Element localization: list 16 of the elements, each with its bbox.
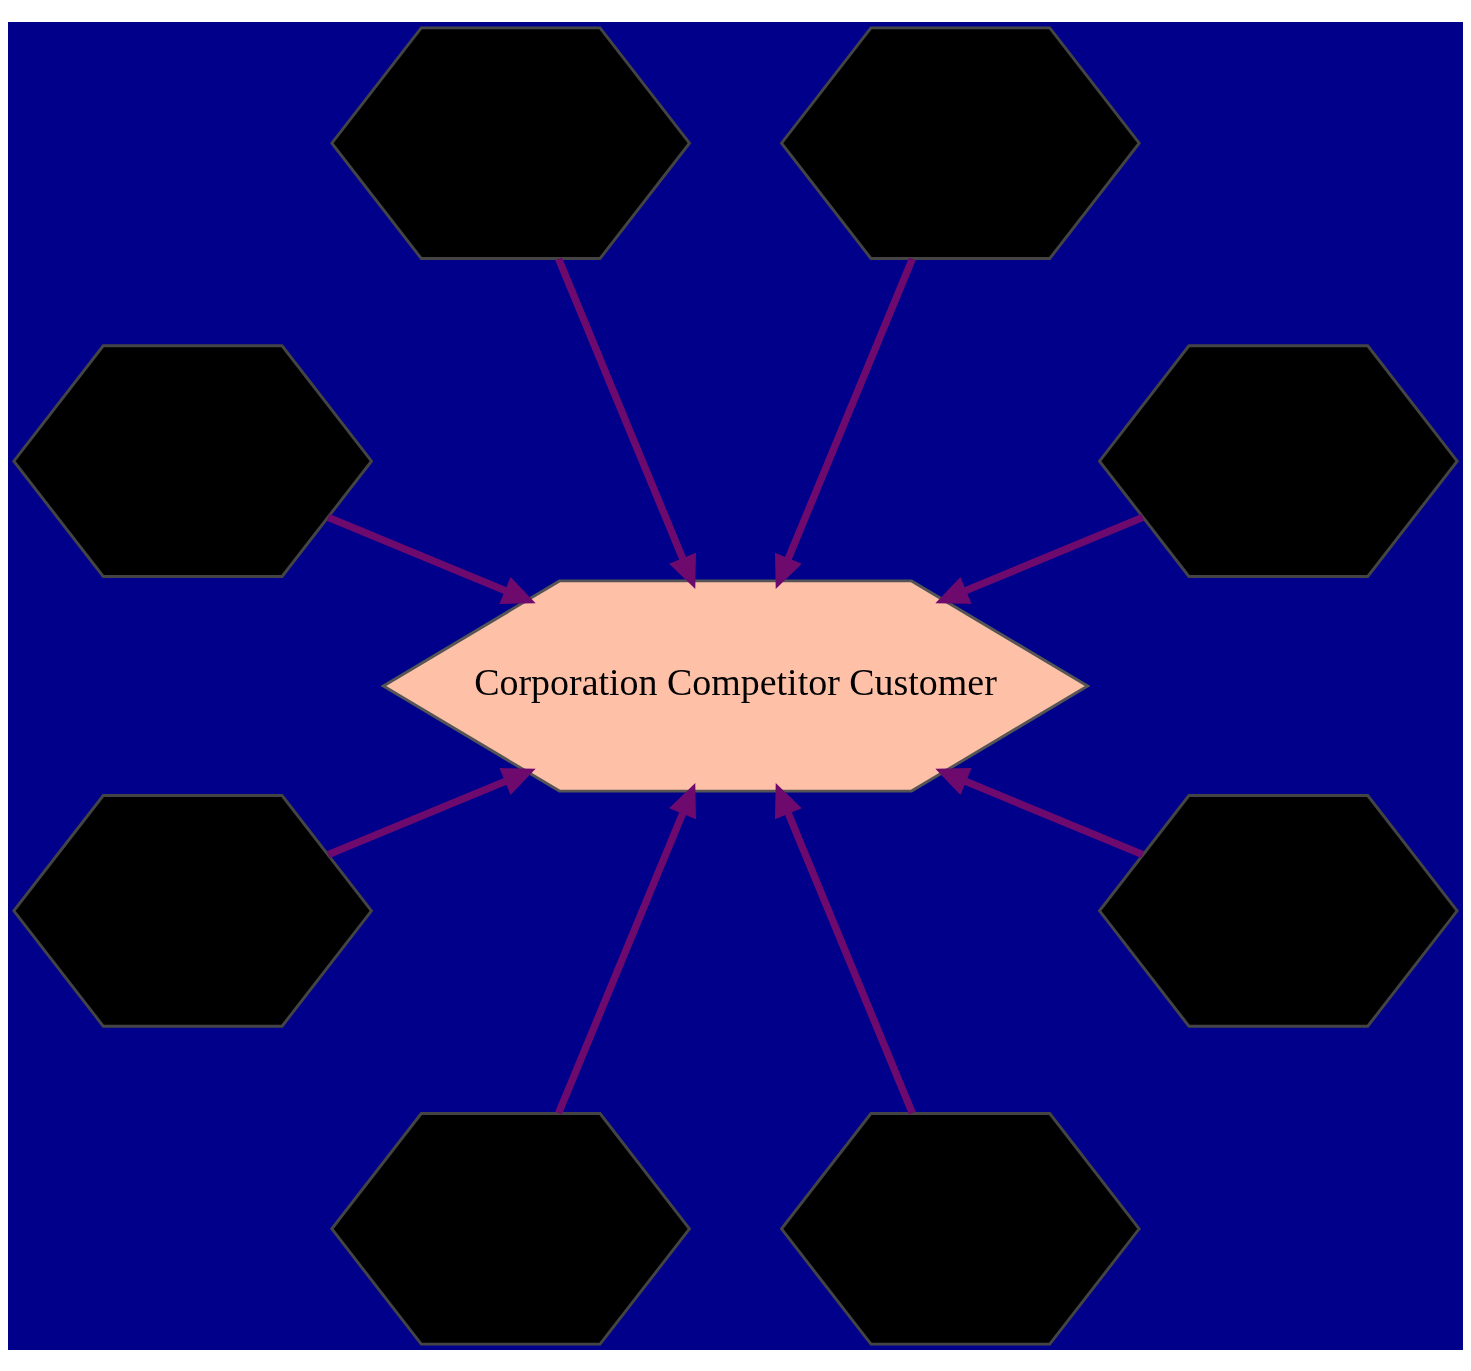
node-hexagon (330, 25, 692, 260)
node-hexagon (12, 793, 374, 1028)
arrow (935, 513, 1145, 604)
node-hexagon (1097, 793, 1459, 1028)
node-hexagon (779, 1111, 1141, 1346)
arrow (775, 782, 916, 1114)
arrow (555, 257, 696, 589)
node-hexagon (779, 25, 1141, 260)
arrow (775, 257, 916, 589)
node-hexagon (1097, 343, 1459, 578)
node-hexagon (12, 343, 374, 578)
arrow (326, 767, 536, 858)
arrow (555, 782, 696, 1114)
arrow (935, 767, 1145, 858)
node-hexagon (330, 1111, 692, 1346)
arrow (326, 513, 536, 604)
